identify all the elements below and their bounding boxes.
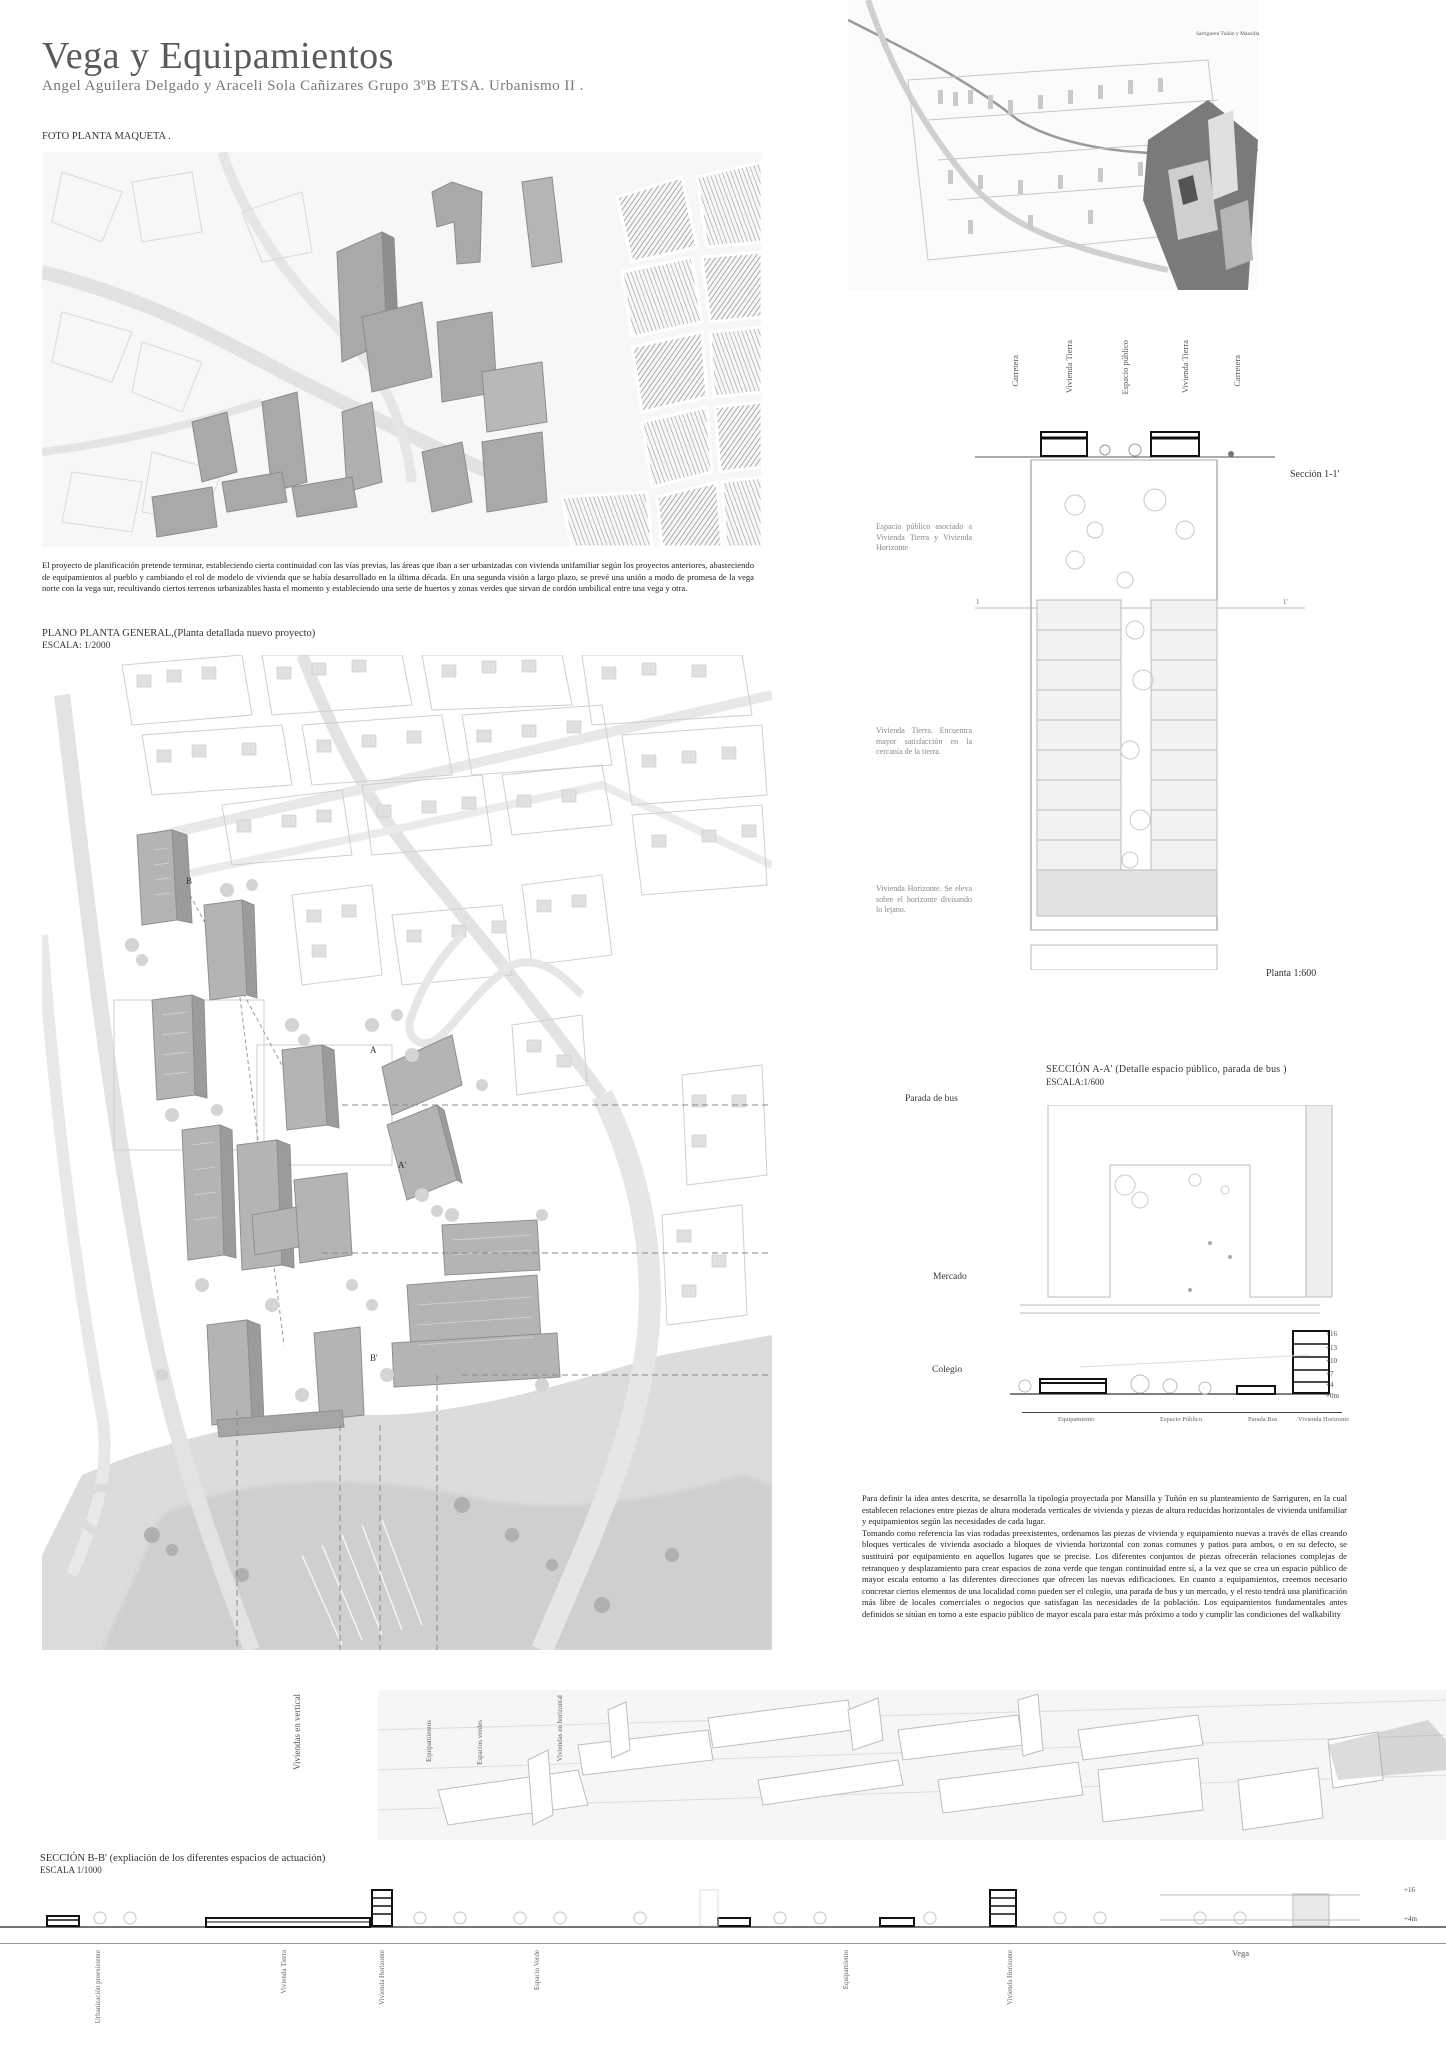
label-bus-stop: Parada de bus [905, 1094, 958, 1104]
section-1-1-note-tierra: Vivienda Tierra. Encuentra mayor satisfa… [876, 726, 972, 756]
aa-level-10: +10 [1326, 1357, 1337, 1365]
axon-label-equipamientos: Equipamientos [425, 1720, 433, 1762]
section-bb-title: SECCIÓN B-B' (expliación de los diferent… [40, 1853, 326, 1864]
plan-mark-a: A [370, 1045, 377, 1055]
section-1-1-scale: Planta 1:600 [1266, 968, 1317, 979]
context-map-caption: Sarriguren Tuñón y Mansilla [1196, 31, 1260, 37]
bb-label-vega: Vega [1232, 1948, 1249, 1958]
section-1-1-title: Sección 1-1' [1290, 469, 1340, 480]
section-1-1-note-public: Espacio público asociado a Vivienda Tier… [876, 522, 972, 552]
aa-level-4: +4 [1326, 1381, 1334, 1389]
section-aa-drawing [1010, 1105, 1340, 1405]
plan-scale: ESCALA: 1/2000 [42, 641, 111, 651]
aa-level-13: +13 [1326, 1344, 1337, 1352]
aa-level-0: +0m [1326, 1392, 1339, 1400]
s11-label-4: Vivienda Tierra [1180, 340, 1190, 394]
axon-label-espacios-verdes: Espacios verdes [476, 1720, 484, 1765]
axon-label-horizontal: Viviendas en horizontal [556, 1695, 564, 1762]
aa-label-vivienda-horizonte: Vivienda Horizonte [1298, 1416, 1350, 1423]
section-1-1-drawing [975, 420, 1305, 970]
bb-level-16: +16 [1404, 1886, 1415, 1894]
bb-label-espacio-verde: Espacio Verde [533, 1950, 541, 1991]
bb-level-4: +4m [1404, 1915, 1417, 1923]
authors-subtitle: Angel Aguilera Delgado y Araceli Sola Ca… [42, 78, 584, 94]
description-paragraph: Para definir la idea antes descrita, se … [862, 1493, 1347, 1619]
aa-level-16: +16 [1326, 1330, 1337, 1338]
s11-label-3: Espacio público [1120, 340, 1130, 395]
plan-mark-b: B [186, 876, 193, 886]
section-bb-scale: ESCALA 1/1000 [40, 1865, 102, 1875]
section-aa-scale: ESCALA:1/600 [1046, 1077, 1105, 1087]
axon-label-vertical: Viviendas en vertical [292, 1694, 302, 1770]
aa-label-parada-bus: Parada Bus [1248, 1416, 1278, 1423]
aa-baseline [1022, 1412, 1342, 1413]
section-1-1-note-horizonte: Vivienda Horizonte. Se eleva sobre el ho… [876, 884, 972, 914]
plan-title: PLANO PLANTA GENERAL,(Planta detallada n… [42, 628, 316, 639]
aa-level-7: +7 [1326, 1370, 1334, 1378]
section-1-1-mark-left: 1 [976, 598, 980, 606]
page-title: Vega y Equipamientos [42, 35, 394, 77]
aa-label-espacio-publico: Espacio Público [1160, 1416, 1203, 1423]
s11-label-1: Carretera [1010, 355, 1020, 387]
maqueta-photo [42, 152, 762, 547]
section-1-1-mark-right: 1' [1283, 598, 1288, 606]
plan-mark-b2: B' [370, 1353, 378, 1363]
s11-label-2: Vivienda Tierra [1064, 340, 1074, 394]
bb-label-vivienda-horizonte-2: Vivienda Horizonte [1006, 1950, 1014, 2005]
general-plan [42, 655, 772, 1650]
context-map [848, 0, 1258, 290]
section-aa-title: SECCIÓN A-A' (Detalle espacio público, p… [1046, 1064, 1287, 1075]
bb-label-equipamiento: Equipamiento [842, 1950, 850, 1990]
intro-paragraph: El proyecto de planificación pretende te… [42, 560, 754, 594]
maqueta-label: FOTO PLANTA MAQUETA . [42, 131, 171, 142]
plan-mark-a2: A' [398, 1160, 407, 1170]
aa-label-equipamiento: Equipamiento [1058, 1416, 1095, 1423]
bb-label-urbanizacion: Urbanización preexistente [94, 1950, 102, 2024]
bb-label-rule [0, 1943, 1446, 1944]
label-school: Colegio [932, 1365, 963, 1375]
label-market: Mercado [933, 1272, 967, 1282]
bb-label-vivienda-horizonte: Vivienda Horizonte [378, 1950, 386, 2005]
bb-label-vivienda-tierra: Vivienda Tierra [280, 1950, 288, 1994]
s11-label-5: Carretera [1232, 355, 1242, 387]
section-bb-drawing [0, 1880, 1446, 1942]
axonometric-model [378, 1690, 1446, 1840]
